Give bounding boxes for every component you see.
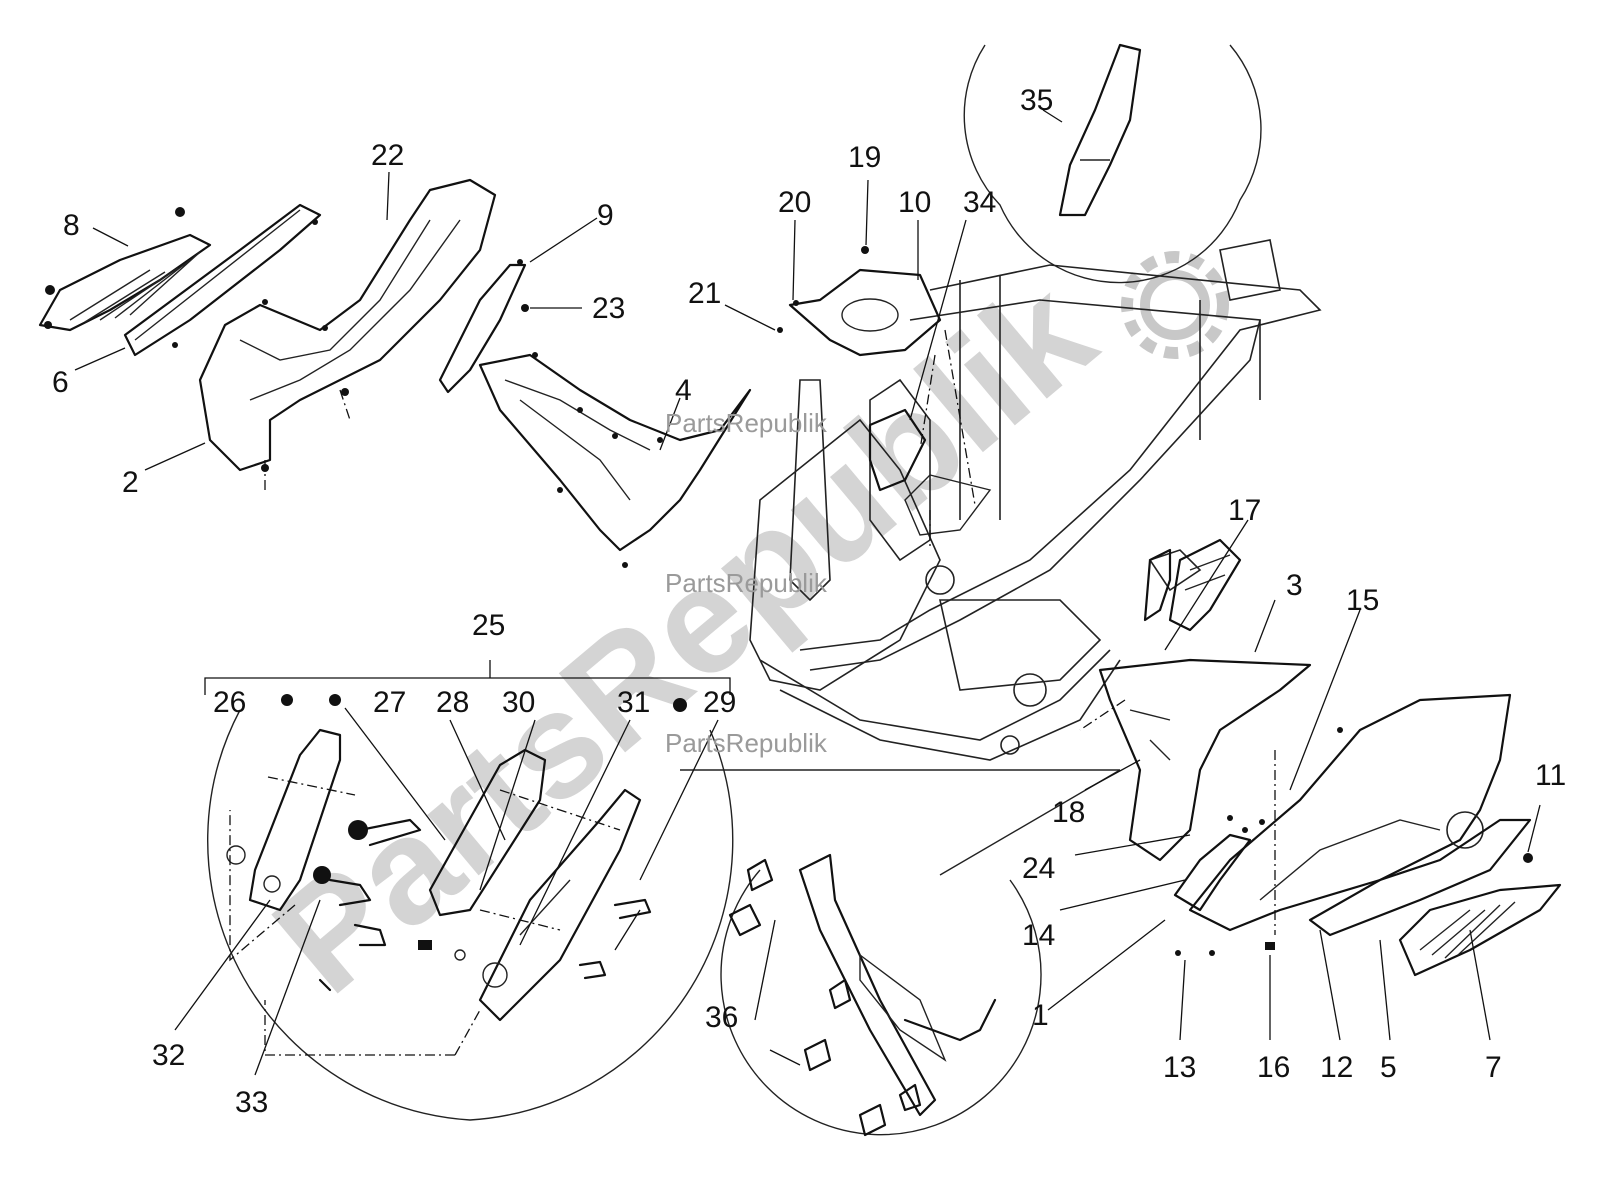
callout-34: 34 (963, 186, 996, 219)
callout-19: 19 (848, 141, 881, 174)
watermark-small-text-2: PartsRepublik (665, 568, 828, 598)
callout-10: 10 (898, 186, 931, 219)
callout-3: 3 (1286, 569, 1303, 602)
callout-32: 32 (152, 1039, 185, 1072)
callout-2: 2 (122, 466, 139, 499)
part-14-floor-front (1173, 827, 1252, 912)
callout-31: 31 (617, 686, 650, 719)
detail-circle-kit (206, 709, 734, 1121)
callout-36: 36 (705, 1001, 738, 1034)
part-3-rear-bracket (1098, 658, 1312, 862)
callout-35: 35 (1020, 84, 1053, 117)
callout-14: 14 (1022, 919, 1055, 952)
callout-9: 9 (597, 199, 614, 232)
part-2-front-shield (198, 178, 497, 472)
part-7-right-footrest-grille (1398, 853, 1562, 977)
part-36-clips (728, 853, 997, 1137)
part-6-side-strip (123, 203, 322, 357)
part-1-floor-panel (1188, 693, 1512, 932)
part-34-bracket (868, 408, 992, 536)
callout-26: 26 (213, 686, 246, 719)
callout-23: 23 (592, 292, 625, 325)
part-5-floor-strip (1308, 818, 1532, 937)
part-10-center-cover (777, 246, 942, 357)
callout-28: 28 (436, 686, 469, 719)
part-35-detail (1058, 43, 1142, 217)
callout-17: 17 (1228, 494, 1261, 527)
watermark-small-text-3: PartsRepublik (665, 728, 828, 758)
callout-25: 25 (472, 609, 505, 642)
part-8-footrest-grille (38, 207, 212, 332)
callout-7: 7 (1485, 1051, 1502, 1084)
detail-circle-bottom (720, 869, 1042, 1136)
part-4-leg-shield-inner (478, 352, 752, 568)
callout-29: 29 (703, 686, 736, 719)
watermark-small-text-1: PartsRepublik (665, 408, 828, 438)
watermark-small-2: PartsRepublik (665, 568, 828, 598)
watermark-gear-icon (1121, 251, 1229, 359)
callout-22: 22 (371, 139, 404, 172)
callout-24: 24 (1022, 852, 1055, 885)
kit-25-bracket-line (204, 660, 731, 695)
fasteners-right (1175, 727, 1343, 956)
callout-12: 12 (1320, 1051, 1353, 1084)
part-9-shield-cover (438, 259, 529, 394)
callout-27: 27 (373, 686, 406, 719)
assembly-lines (229, 329, 1276, 1056)
callout-1: 1 (1032, 999, 1049, 1032)
callout-5: 5 (1380, 1051, 1397, 1084)
part-27-pad (428, 748, 547, 917)
watermark-small-3: PartsRepublik (665, 728, 828, 758)
fasteners-kit (281, 694, 687, 992)
detail-circle-top (963, 44, 1262, 284)
callout-labels: 8 6 2 22 9 23 4 21 20 19 10 34 35 17 3 1… (52, 84, 1566, 1119)
callout-15: 15 (1346, 584, 1379, 617)
callout-6: 6 (52, 366, 69, 399)
callout-20: 20 (778, 186, 811, 219)
callout-13: 13 (1163, 1051, 1196, 1084)
part-17-bracket (1143, 538, 1242, 632)
callout-30: 30 (502, 686, 535, 719)
callout-4: 4 (675, 374, 692, 407)
callout-33: 33 (235, 1086, 268, 1119)
callout-16: 16 (1257, 1051, 1290, 1084)
callout-18: 18 (1052, 796, 1085, 829)
callout-8: 8 (63, 209, 80, 242)
leader-lines (74, 109, 1541, 1076)
part-26-plate (226, 728, 342, 912)
part-30-cover (478, 788, 642, 1022)
watermark-small-1: PartsRepublik (665, 408, 828, 438)
callout-21: 21 (688, 277, 721, 310)
callout-11: 11 (1535, 759, 1566, 792)
